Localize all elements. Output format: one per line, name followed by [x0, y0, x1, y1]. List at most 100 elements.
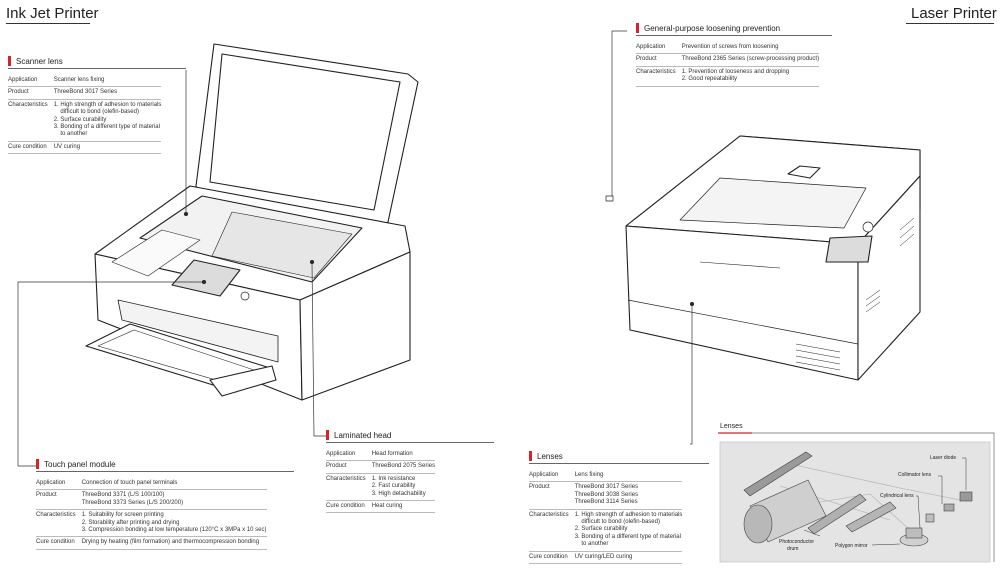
section-rule — [8, 68, 186, 69]
laser-diode — [959, 491, 973, 502]
spec-value-line: ThreeBond 3114 Series — [574, 499, 638, 506]
spec-key: Application — [36, 478, 82, 491]
mirror-strip — [743, 451, 813, 497]
spec-value-line: ThreeBond 3371 (L/S 100/100) — [81, 492, 165, 499]
spec-value: Head formation — [371, 449, 436, 462]
spec-key: Cure condition — [529, 551, 575, 565]
spec-value-line: Lens fixing — [574, 472, 604, 478]
spec-key: Cure condition — [8, 141, 54, 155]
section-title: Scanner lens — [16, 56, 63, 66]
section-heading: Touch panel module — [36, 459, 294, 469]
spec-value-line: 2. Surface curability — [53, 116, 107, 123]
spec-value-line: 3. Bonding of a different type of materi… — [53, 124, 160, 131]
spec-value-line: 1. Ink resistance — [371, 475, 416, 482]
cylindrical-lens — [845, 501, 897, 533]
spec-value: ThreeBond 2365 Series (screw-processing … — [681, 53, 820, 67]
spec-value-line: Head formation — [371, 451, 413, 457]
spec-value-line: 3. Compression bonding at low temperatur… — [81, 527, 267, 534]
spec-key: Cure condition — [36, 536, 82, 550]
accent-bar — [36, 459, 39, 469]
spec-value-line: UV curing — [53, 143, 81, 150]
spec-value-line: ThreeBond 2365 Series (screw-processing … — [681, 56, 820, 63]
accent-bar — [326, 430, 329, 440]
polygon-mirror-label: Polygon mirror — [835, 543, 868, 549]
section-rule — [529, 463, 709, 464]
collimator-lens-label: Collimator lens — [898, 472, 932, 478]
spec-value-line: UV curing/LED curing — [574, 553, 633, 560]
spec-value: ThreeBond 3371 (L/S 100/100)ThreeBond 33… — [81, 489, 267, 511]
spec-key: Characteristics — [529, 509, 575, 552]
spec-key: Application — [326, 449, 372, 462]
spec-key: Product — [8, 86, 54, 100]
cylindrical-lens-label: Cylindrical lens — [880, 493, 914, 499]
spec-value-line: 2. Fast curability — [371, 483, 416, 490]
laser-printer-illustration — [605, 30, 921, 445]
spec-value-line: ThreeBond 3373 Series (L/S 200/200) — [81, 499, 184, 506]
section-rule — [636, 35, 832, 36]
inkjet-printer-illustration — [17, 43, 419, 467]
spec-value-line: ThreeBond 3017 Series — [53, 89, 118, 96]
spec-value-line: 1. High strength of adhesion to material… — [574, 511, 683, 518]
spec-key: Product — [529, 481, 575, 510]
spec-key: Application — [529, 470, 575, 483]
section-title: General-purpose loosening prevention — [644, 23, 781, 33]
section-heading: General-purpose loosening prevention — [636, 23, 832, 33]
spec-value-line: to another — [53, 131, 88, 138]
spec-key: Characteristics — [326, 473, 372, 502]
spec-value-line: 3. Bonding of a different type of materi… — [574, 533, 681, 540]
spec-value-line: 1. Suitability for screen printing — [81, 512, 164, 519]
section-heading: Laminated head — [326, 430, 494, 440]
spec-value-line: 1. Prevention of looseness and dropping — [681, 68, 790, 75]
collimator-lens — [925, 513, 935, 523]
spec-value-line: Heat curing — [371, 503, 403, 510]
spec-key: Application — [636, 42, 682, 55]
spec-value: Prevention of screws from loosening — [681, 42, 820, 55]
lenses-diagram: Laser diode Collimator lens Cylindrical … — [718, 432, 995, 563]
spec-value: 1. High strength of adhesion to material… — [53, 99, 162, 142]
spec-key: Product — [326, 460, 372, 474]
spec-value: Scanner lens fixing — [53, 75, 162, 88]
spec-value-line: 1. High strength of adhesion to material… — [53, 101, 162, 108]
spec-value-line: Prevention of screws from loosening — [681, 44, 779, 50]
spec-value-line: ThreeBond 3017 Series — [574, 484, 639, 491]
section-rule — [36, 471, 294, 472]
spec-value: UV curing/LED curing — [574, 551, 683, 565]
spec-value-line: 2. Storability after printing and drying — [81, 519, 180, 526]
photoconductor-label: Photoconductor — [779, 539, 814, 545]
section-title: Lenses — [537, 451, 563, 461]
spec-value: Connection of touch panel terminals — [81, 478, 267, 491]
accent-bar — [529, 451, 532, 461]
ink-jet-title-underline — [6, 23, 90, 24]
spec-value-line: difficult to bond (olefin-based) — [574, 519, 660, 526]
accent-bar — [8, 56, 11, 66]
spec-value-line: Connection of touch panel terminals — [81, 480, 178, 486]
spec-value-line: ThreeBond 3038 Series — [574, 491, 639, 498]
